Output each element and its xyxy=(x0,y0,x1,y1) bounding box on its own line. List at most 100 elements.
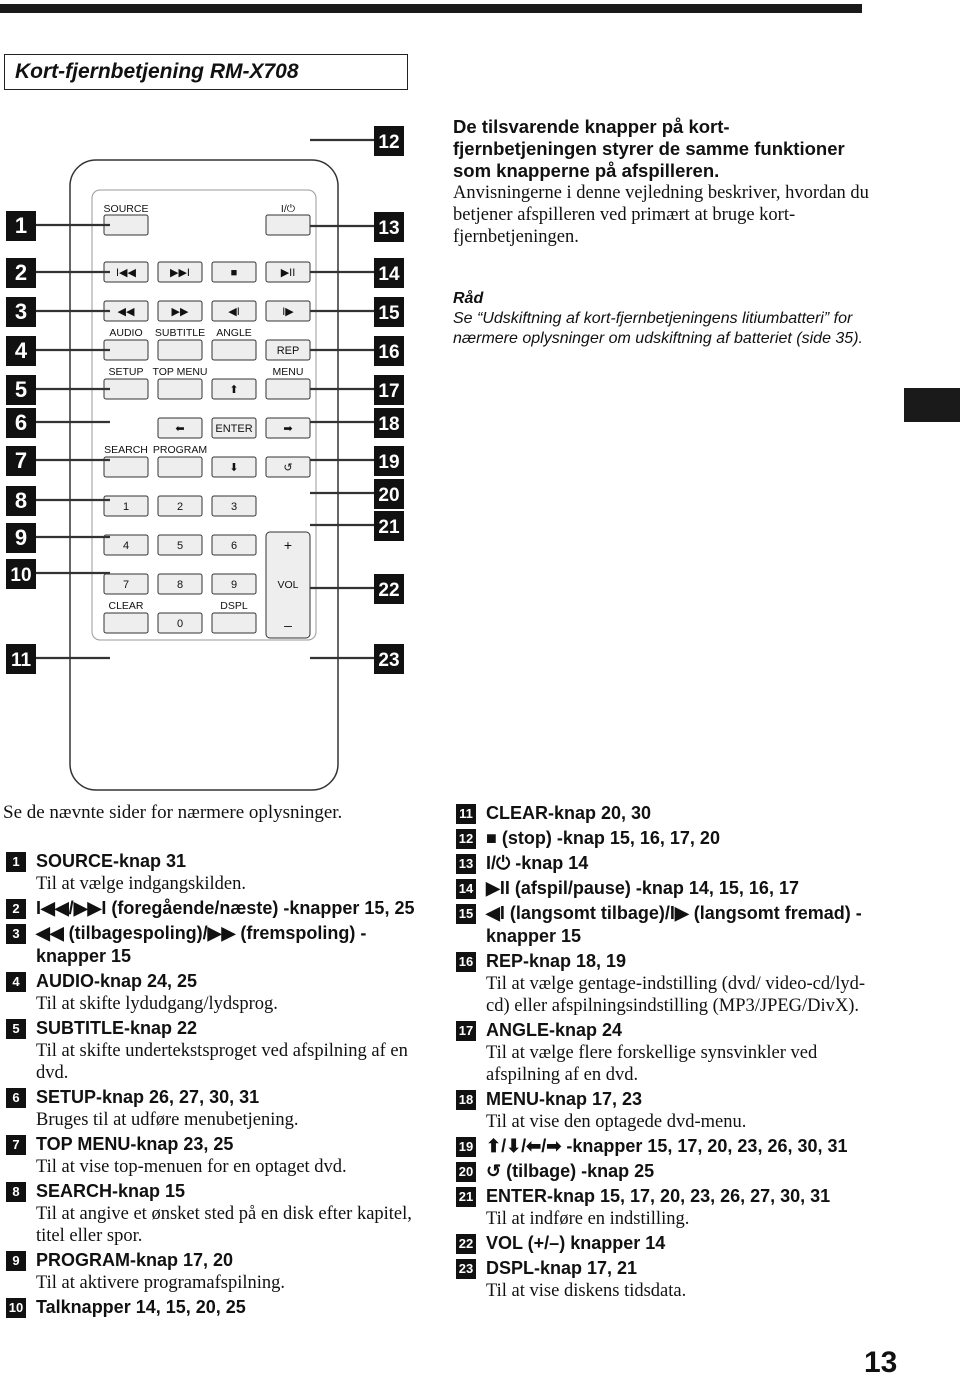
legend-description: Til at vælge flere forskellige synsvinkl… xyxy=(486,1043,818,1085)
callout-number: 6 xyxy=(6,1088,26,1108)
left-button-glyph: ⬅ xyxy=(175,423,184,435)
callout-right-20 xyxy=(374,479,404,509)
volume-rocker[interactable] xyxy=(265,531,311,639)
section-tab xyxy=(904,388,960,422)
digit-3-button-glyph: 3 xyxy=(231,501,237,513)
callout-left-6-text: 6 xyxy=(15,410,27,435)
setup-button[interactable] xyxy=(103,378,149,400)
callout-right-18-text: 18 xyxy=(378,414,399,435)
down-button[interactable] xyxy=(211,456,257,478)
digit-5-button-glyph: 5 xyxy=(177,540,183,552)
callout-left-5-text: 5 xyxy=(15,377,27,402)
callout-right-19 xyxy=(374,446,404,476)
menu-button[interactable] xyxy=(265,378,311,400)
legend-heading: PROGRAM-knap 17, 20 xyxy=(36,1250,234,1270)
digit-0-button[interactable] xyxy=(157,612,203,634)
top-menu-button[interactable] xyxy=(157,378,203,400)
callout-left-9 xyxy=(6,523,36,553)
callout-left-3 xyxy=(6,297,36,327)
callout-left-1 xyxy=(6,211,36,241)
callout-right-16-text: 16 xyxy=(378,342,399,363)
dspl-button[interactable] xyxy=(211,612,257,634)
forward-button-glyph: ▶▶ xyxy=(172,306,189,318)
digit-8-button[interactable] xyxy=(157,573,203,595)
legend-heading: ENTER-knap 15, 17, 20, 23, 26, 27, 30, 3… xyxy=(486,1186,831,1206)
digit-2-button[interactable] xyxy=(157,495,203,517)
digit-6-button[interactable] xyxy=(211,534,257,556)
digit-5-button[interactable] xyxy=(157,534,203,556)
pages-note: Se de nævnte sider for nærmere oplysning… xyxy=(3,802,343,823)
clear-button[interactable] xyxy=(103,612,149,634)
legend-heading: ◀I (langsomt tilbage)/I▶ (langsomt frema… xyxy=(486,903,862,946)
callout-left-4 xyxy=(6,336,36,366)
legend-heading: ANGLE-knap 24 xyxy=(486,1020,623,1040)
up-button[interactable] xyxy=(211,378,257,400)
stop-button[interactable] xyxy=(211,261,257,283)
digit-4-button[interactable] xyxy=(103,534,149,556)
callout-right-17-text: 17 xyxy=(378,381,399,402)
callout-left-8 xyxy=(6,486,36,516)
callout-right-19-text: 19 xyxy=(378,452,399,473)
digit-7-button[interactable] xyxy=(103,573,149,595)
legend-heading: AUDIO-knap 24, 25 xyxy=(36,971,198,991)
intro-body: Anvisningerne i denne vejledning beskriv… xyxy=(453,183,869,247)
legend-heading: DSPL-knap 17, 21 xyxy=(486,1258,638,1278)
legend-heading: ▶II (afspil/pause) -knap 14, 15, 16, 17 xyxy=(486,878,799,898)
callout-number: 13 xyxy=(456,854,476,874)
forward-button[interactable] xyxy=(157,300,203,322)
digit-6-button-glyph: 6 xyxy=(231,540,237,552)
legend-heading: I◀◀/▶▶I (foregående/næste) -knapper 15, … xyxy=(36,898,415,918)
legend-description: Bruges til at udføre menubetjening. xyxy=(36,1110,299,1130)
audio-button[interactable] xyxy=(103,339,149,361)
callout-left-11-text: 11 xyxy=(11,650,32,671)
callout-left-8-text: 8 xyxy=(15,488,27,513)
play-pause-button-glyph: ▶II xyxy=(281,267,296,279)
return-button[interactable] xyxy=(265,456,311,478)
down-button-glyph: ⬇ xyxy=(229,462,238,474)
angle-button[interactable] xyxy=(211,339,257,361)
callout-right-15 xyxy=(374,297,404,327)
page-number: 13 xyxy=(864,1346,898,1379)
source-button[interactable] xyxy=(103,214,149,236)
callout-number: 18 xyxy=(456,1090,476,1110)
subtitle-button[interactable] xyxy=(157,339,203,361)
tip-title: Råd xyxy=(453,290,484,307)
search-button[interactable] xyxy=(103,456,149,478)
callout-number: 17 xyxy=(456,1021,476,1041)
digit-7-button-glyph: 7 xyxy=(123,579,129,591)
slow-back-button[interactable] xyxy=(211,300,257,322)
legend-heading: ↺ (tilbage) -knap 25 xyxy=(486,1161,655,1181)
callout-right-12 xyxy=(374,126,404,156)
slow-back-button-glyph: ◀I xyxy=(228,306,240,318)
power-button[interactable] xyxy=(265,214,311,236)
program-button[interactable] xyxy=(157,456,203,478)
callout-number: 22 xyxy=(456,1234,476,1254)
legend-heading: ◀◀ (tilbagespoling)/▶▶ (fremspoling) -kn… xyxy=(36,923,367,966)
digit-1-button[interactable] xyxy=(103,495,149,517)
callout-number: 23 xyxy=(456,1259,476,1279)
callout-left-10-text: 10 xyxy=(10,565,31,586)
callout-right-17 xyxy=(374,375,404,405)
digit-2-button-glyph: 2 xyxy=(177,501,183,513)
legend-item: 3◀◀ (tilbagespoling)/▶▶ (fremspoling) -k… xyxy=(6,922,426,968)
callout-left-9-text: 9 xyxy=(15,525,27,550)
digit-3-button[interactable] xyxy=(211,495,257,517)
legend-item: 20↺ (tilbage) -knap 25 xyxy=(456,1160,876,1183)
callout-right-14 xyxy=(374,258,404,288)
label-vol: VOL xyxy=(277,579,298,591)
digit-9-button[interactable] xyxy=(211,573,257,595)
left-button[interactable] xyxy=(157,417,203,439)
legend-heading: TOP MENU-knap 23, 25 xyxy=(36,1134,234,1154)
callout-right-22-text: 22 xyxy=(378,580,399,601)
enter-button[interactable] xyxy=(211,417,257,439)
legend-heading: Talknapper 14, 15, 20, 25 xyxy=(36,1297,246,1317)
callout-left-5 xyxy=(6,375,36,405)
next-button[interactable] xyxy=(157,261,203,283)
callout-right-15-text: 15 xyxy=(378,303,400,324)
right-button[interactable] xyxy=(265,417,311,439)
